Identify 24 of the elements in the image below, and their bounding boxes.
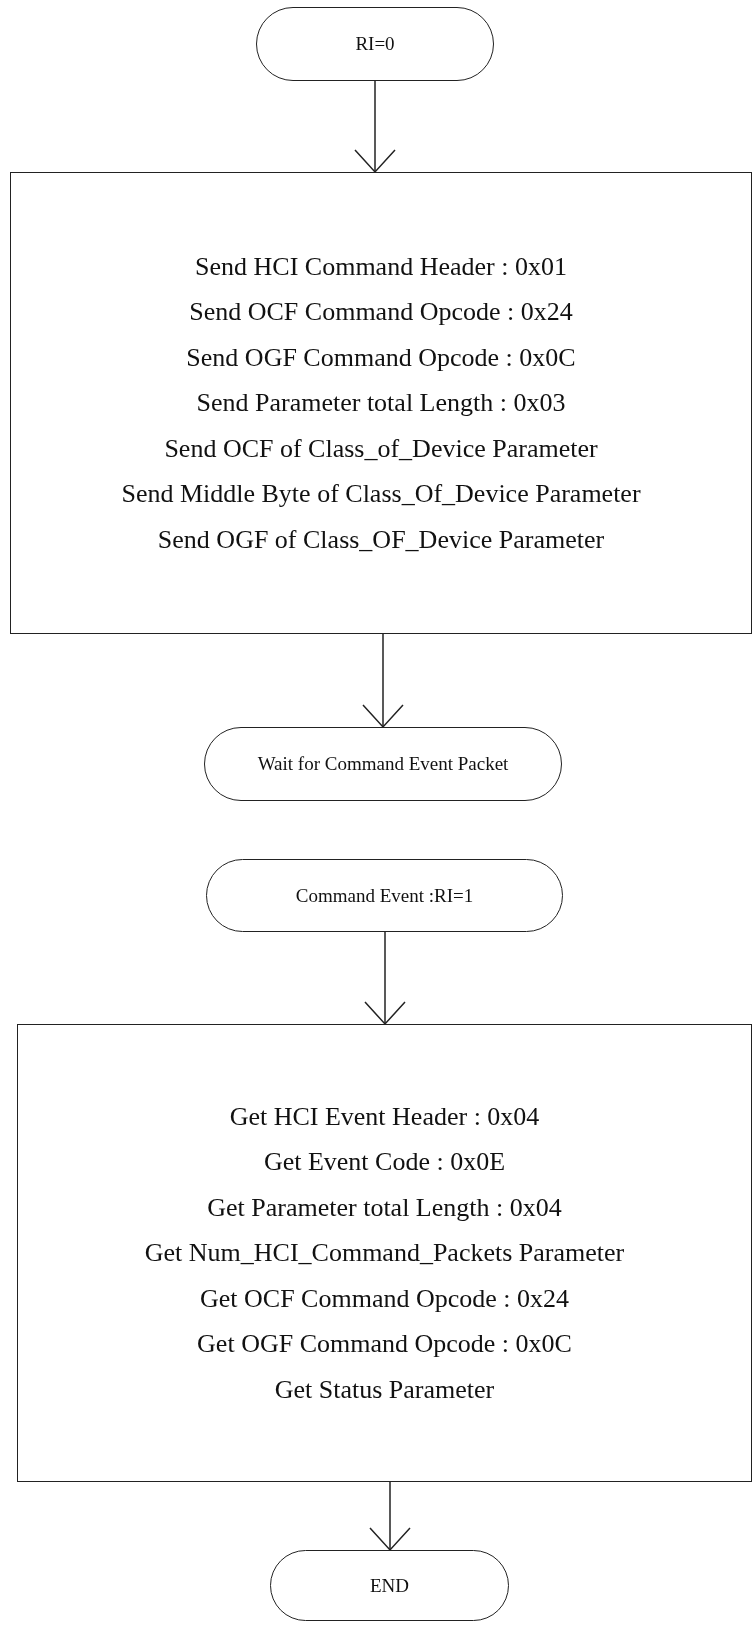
step-text: Send OCF of Class_of_Device Parameter bbox=[164, 432, 598, 465]
step-text: Send Parameter total Length : 0x03 bbox=[196, 387, 566, 420]
arrow bbox=[364, 931, 406, 1025]
step-text: RI=0 bbox=[355, 33, 395, 55]
step-text: Get OCF Command Opcode : 0x24 bbox=[200, 1282, 569, 1315]
process-box bbox=[10, 172, 752, 634]
step-text: Send OGF of Class_OF_Device Parameter bbox=[157, 523, 605, 556]
step-text: END bbox=[369, 1574, 410, 1597]
arrow bbox=[369, 1481, 411, 1551]
step-text: Get Parameter total Length : 0x04 bbox=[207, 1191, 562, 1224]
step-text: Send OCF Command Opcode : 0x24 bbox=[189, 296, 573, 329]
step-text: Send OGF Command Opcode : 0x0C bbox=[186, 341, 576, 374]
step-text: Send HCI Command Header : 0x01 bbox=[195, 250, 567, 283]
step-text: Get Num_HCI_Command_Packets Parameter bbox=[144, 1237, 625, 1270]
step-text: Get OGF Command Opcode : 0x0C bbox=[197, 1328, 572, 1361]
process-box bbox=[17, 1024, 752, 1482]
step-text: Send Middle Byte of Class_Of_Device Parameter bbox=[121, 478, 641, 511]
arrow bbox=[354, 80, 396, 173]
step-text: Get Status Parameter bbox=[274, 1373, 495, 1406]
step-text: Wait for Command Event Packet bbox=[257, 753, 509, 775]
arrow bbox=[362, 633, 404, 728]
step-text: Command Event :RI=1 bbox=[295, 884, 474, 907]
step-text: Get HCI Event Header : 0x04 bbox=[229, 1100, 540, 1133]
step-text: Get Event Code : 0x0E bbox=[263, 1146, 506, 1179]
